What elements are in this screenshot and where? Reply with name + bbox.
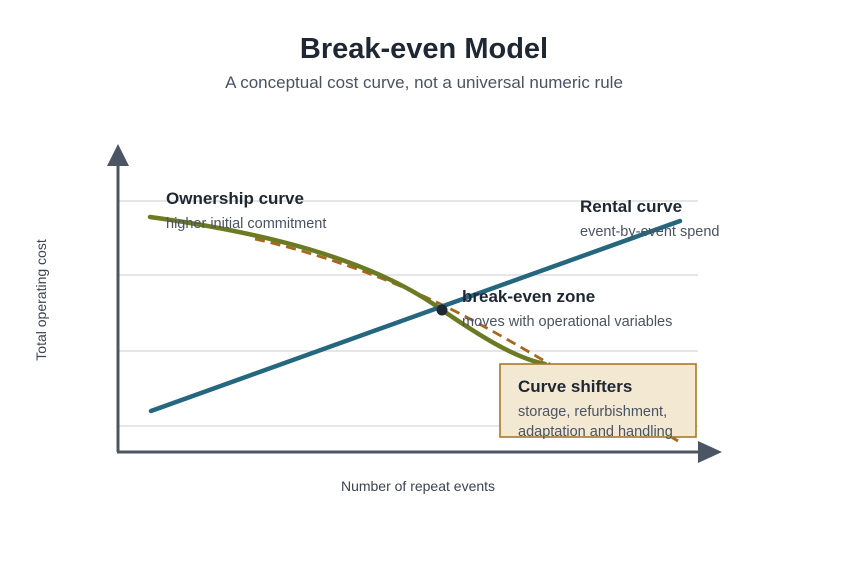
diagram-title: Break-even Model <box>300 33 548 65</box>
break-even-note: moves with operational variables <box>462 314 672 330</box>
break-even-label: break-even zone <box>462 287 595 306</box>
curve-shifters-line-2: adaptation and handling <box>518 424 673 440</box>
break-even-point <box>436 304 448 316</box>
shifted-ownership-curve <box>254 237 679 443</box>
x-axis-arrow-icon <box>698 441 722 463</box>
axes <box>107 144 722 463</box>
rental-curve <box>148 218 683 414</box>
rental-curve-note: event-by-event spend <box>580 224 719 240</box>
curve-shifters-line-1: storage, refurbishment, <box>518 404 667 420</box>
curve-shifters-title: Curve shifters <box>518 377 632 396</box>
curve-shifters-box: Curve shifters storage, refurbishment, a… <box>499 363 697 440</box>
ownership-curve <box>147 214 548 367</box>
y-axis-label: Total operating cost <box>33 239 49 361</box>
x-axis-label: Number of repeat events <box>341 478 495 494</box>
ownership-curve-label: Ownership curve <box>166 189 304 208</box>
ownership-curve-note: higher initial commitment <box>166 216 326 232</box>
curve-shifters-panel <box>499 363 697 438</box>
y-axis-arrow-icon <box>107 144 129 166</box>
rental-curve-label: Rental curve <box>580 197 682 216</box>
diagram-subtitle: A conceptual cost curve, not a universal… <box>225 73 623 92</box>
